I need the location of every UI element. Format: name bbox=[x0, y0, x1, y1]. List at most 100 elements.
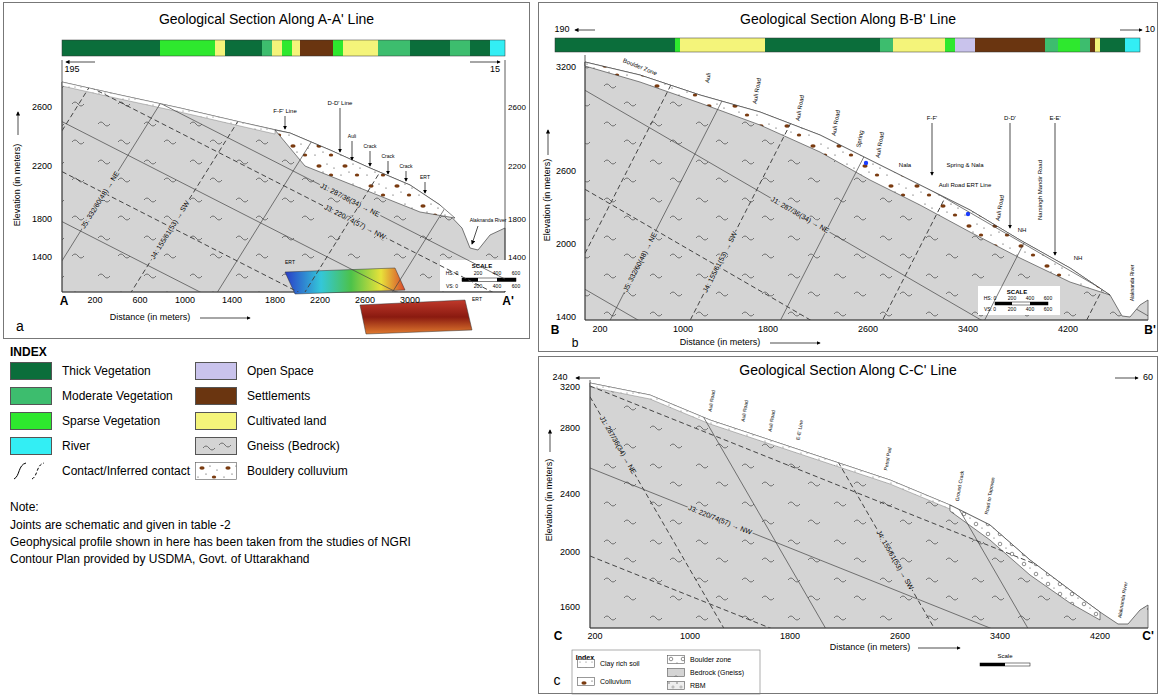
strip-segment bbox=[292, 40, 300, 56]
label: 2600 bbox=[890, 632, 910, 641]
joint-line bbox=[590, 468, 1148, 691]
legend-sample bbox=[10, 462, 52, 480]
joint-line bbox=[62, 0, 505, 403]
legend-swatch bbox=[10, 437, 52, 455]
ert-inset bbox=[285, 268, 405, 294]
strip-segment bbox=[945, 38, 955, 52]
label: VS: 0 bbox=[446, 284, 458, 289]
label: Narsingh Mandir Road bbox=[1037, 160, 1043, 220]
legend-swatch bbox=[10, 387, 52, 405]
joint-set bbox=[585, 0, 1148, 696]
strip-segment bbox=[262, 40, 272, 56]
strip-segment bbox=[333, 40, 343, 56]
strip-segment bbox=[343, 40, 378, 56]
label: Auli Road bbox=[752, 78, 763, 105]
joint-line bbox=[62, 222, 505, 448]
label: Petrol Pad bbox=[883, 447, 892, 471]
label: 60 bbox=[1143, 373, 1153, 382]
label: Auli Road bbox=[831, 110, 842, 137]
joint-line bbox=[585, 0, 1148, 216]
strip-segment bbox=[955, 38, 975, 52]
label: 2400 bbox=[560, 490, 580, 499]
label: 4200 bbox=[1058, 325, 1078, 334]
joint-set bbox=[590, 0, 1148, 696]
label: 200 bbox=[87, 296, 102, 305]
colluvium bbox=[275, 130, 455, 218]
pattern-sample bbox=[196, 463, 237, 480]
label: 400 bbox=[1026, 296, 1034, 301]
label: 190 bbox=[554, 25, 569, 34]
joint-line bbox=[590, 397, 1148, 696]
label: 240 bbox=[552, 373, 567, 382]
label: NH bbox=[1018, 227, 1027, 233]
pattern-sample bbox=[578, 678, 595, 686]
legend-text: Bedrock (Gneiss) bbox=[690, 669, 744, 676]
label: 200 bbox=[587, 632, 602, 641]
joint-set bbox=[62, 0, 505, 696]
joint-line bbox=[585, 200, 1148, 696]
label: C bbox=[554, 630, 563, 643]
bedrock bbox=[590, 383, 1148, 628]
label: INDEX bbox=[10, 346, 47, 359]
label: 1400 bbox=[32, 253, 52, 262]
legend-text: Clay rich soil bbox=[600, 660, 640, 667]
label: ERT bbox=[420, 175, 430, 180]
legend-text: Thick Vegetation bbox=[62, 365, 151, 378]
strip-segment bbox=[880, 38, 893, 52]
joint-line bbox=[585, 0, 1148, 369]
joint-line bbox=[62, 112, 505, 696]
label: C' bbox=[1142, 630, 1154, 643]
label: F-F' bbox=[927, 115, 937, 121]
pattern-sample bbox=[668, 656, 685, 664]
spring-dot bbox=[864, 161, 868, 165]
label: HS: 0 bbox=[446, 271, 459, 276]
inferred-contact-line bbox=[32, 463, 44, 479]
label: Auli Road bbox=[795, 95, 806, 122]
label: 1800 bbox=[758, 325, 778, 334]
label: 200 bbox=[474, 284, 482, 289]
land-use-strips bbox=[62, 38, 1140, 56]
label: A bbox=[60, 295, 69, 308]
strip-segment bbox=[160, 40, 215, 56]
joint-line bbox=[590, 556, 1148, 696]
strip-segment bbox=[893, 38, 945, 52]
strip-segment bbox=[680, 38, 765, 52]
strip-segment bbox=[300, 40, 333, 56]
joint-line bbox=[585, 0, 1148, 526]
label: 10 bbox=[1145, 25, 1155, 34]
joint-line bbox=[585, 0, 1148, 253]
scale-ground bbox=[978, 286, 1060, 315]
joint-line bbox=[585, 0, 1148, 696]
panel-title: Geological Section Along A-A' Line bbox=[4, 3, 529, 27]
label: VS: 0 bbox=[984, 307, 996, 312]
label: 600 bbox=[1044, 307, 1052, 312]
legend-sample bbox=[577, 677, 595, 686]
joint-line bbox=[590, 0, 1148, 696]
label: 2600 bbox=[556, 167, 576, 176]
label: Auli bbox=[348, 134, 356, 139]
strip-segment bbox=[1090, 38, 1095, 52]
label: Spring & Nala bbox=[946, 162, 983, 168]
strip-segment bbox=[450, 40, 470, 56]
strip-outline bbox=[555, 38, 1140, 52]
label: 1800 bbox=[265, 296, 285, 305]
label: Auli bbox=[704, 73, 712, 84]
label: Joints are schematic and given in table … bbox=[10, 519, 231, 532]
strip-segment bbox=[62, 40, 160, 56]
label: 2000 bbox=[556, 240, 576, 249]
label: 4200 bbox=[1090, 632, 1110, 641]
joint-line bbox=[590, 386, 1148, 609]
label: 1400 bbox=[556, 313, 576, 322]
axes bbox=[585, 55, 1148, 320]
label: Elevation (in meters) bbox=[13, 144, 22, 227]
label: Distance (in meters) bbox=[680, 338, 761, 347]
label: Auli Road ERT Line bbox=[939, 182, 991, 188]
label: 1800 bbox=[508, 216, 526, 224]
label: A' bbox=[502, 295, 514, 308]
label: 2600 bbox=[32, 103, 52, 112]
joint-line bbox=[585, 189, 1148, 516]
joint-line bbox=[585, 0, 1148, 696]
pattern-sample bbox=[668, 669, 685, 677]
label: Contour Plan provided by USDMA, Govt. of… bbox=[10, 553, 309, 566]
